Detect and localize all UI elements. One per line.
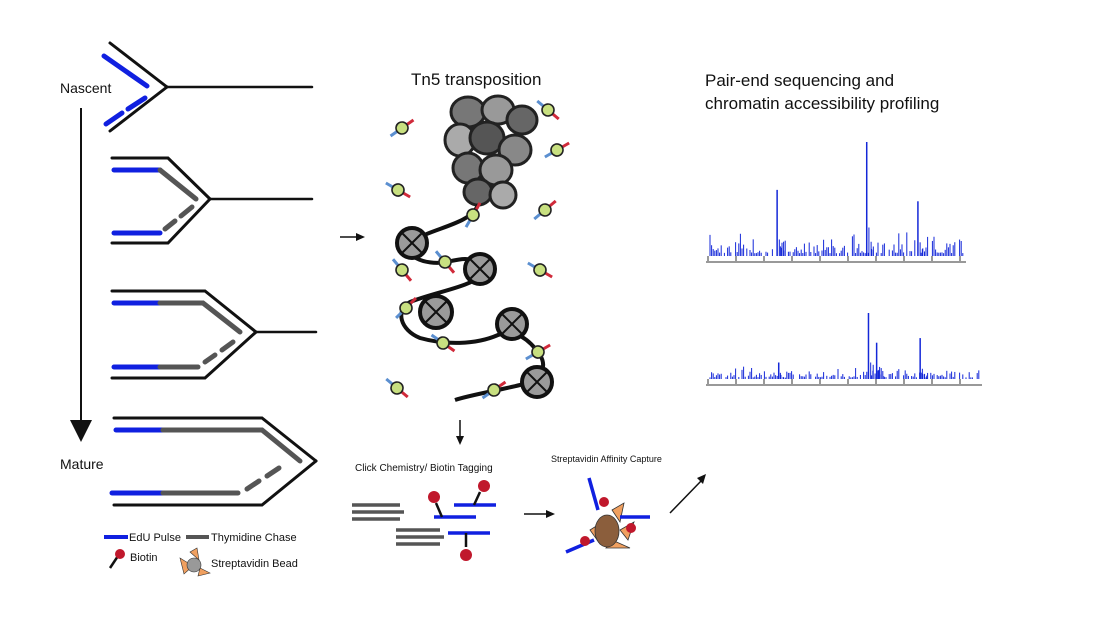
arrow-to-sequencing	[669, 474, 706, 514]
legend: EdU Pulse Thymidine Chase Biotin Strepta…	[104, 532, 298, 577]
track-1-signal	[709, 142, 964, 256]
arrow-to-tn5	[340, 233, 365, 241]
nucleosome	[495, 307, 529, 341]
sequencing-title-line1: Pair-end sequencing and	[705, 71, 894, 90]
bead-legend-label: Streptavidin Bead	[211, 558, 298, 570]
arrow-to-click	[456, 420, 464, 445]
sequencing-title-line2: chromatin accessibility profiling	[705, 94, 939, 113]
tn5-complex	[395, 297, 417, 319]
accessibility-track-2	[706, 313, 982, 386]
fork-2	[110, 156, 314, 245]
tn5-complex	[434, 250, 456, 274]
capture-label: Streptavidin Affinity Capture	[551, 454, 662, 464]
streptavidin-bead	[594, 514, 620, 548]
chromatin-illustration	[385, 94, 570, 402]
fork-mature	[109, 416, 318, 507]
tn5-complex	[430, 333, 456, 353]
tn5-complex	[533, 199, 557, 221]
biotin-legend-label: Biotin	[130, 552, 158, 564]
nascent-label: Nascent	[60, 80, 111, 96]
mature-label: Mature	[60, 456, 104, 472]
tn5-complex	[385, 377, 409, 399]
edu-legend-label: EdU Pulse	[129, 532, 181, 544]
track-1-ticks	[707, 256, 961, 261]
nucleosome	[463, 252, 497, 286]
tn5-complexes	[385, 99, 570, 400]
tn5-complex	[525, 343, 551, 361]
compact-chromatin	[443, 94, 539, 210]
tn5-complex	[536, 99, 560, 121]
tn5-title: Tn5 transposition	[411, 70, 541, 89]
thymidine-legend-label: Thymidine Chase	[211, 532, 297, 544]
replication-forks: Nascent Mature	[60, 41, 318, 507]
click-chemistry-label: Click Chemistry/ Biotin Tagging	[355, 463, 493, 474]
tn5-complex	[391, 258, 413, 282]
streptavidin-capture-illustration	[565, 477, 650, 554]
fork-nascent	[101, 41, 314, 133]
nucleosome	[395, 226, 429, 260]
nucleosomes	[395, 226, 554, 399]
tn5-complex	[389, 118, 415, 138]
tn5-complex	[527, 261, 553, 279]
nucleosome	[520, 365, 554, 399]
fork-3	[110, 289, 318, 380]
track-2-signal	[709, 313, 980, 379]
tagged-fragments	[428, 480, 496, 561]
tn5-complex	[385, 181, 411, 199]
tn5-complex	[544, 141, 570, 159]
arrow-to-capture	[524, 510, 555, 518]
accessibility-track-1	[706, 142, 966, 263]
tn5-complex	[464, 202, 482, 228]
biotin-icon	[108, 549, 125, 569]
click-chemistry-illustration	[352, 480, 496, 561]
maturation-arrow	[70, 108, 92, 442]
streptavidin-bead-icon	[179, 547, 211, 577]
nucleosome	[418, 294, 454, 330]
untagged-fragments	[352, 503, 444, 546]
track-2-ticks	[707, 379, 961, 384]
tn5-complex	[481, 380, 507, 400]
